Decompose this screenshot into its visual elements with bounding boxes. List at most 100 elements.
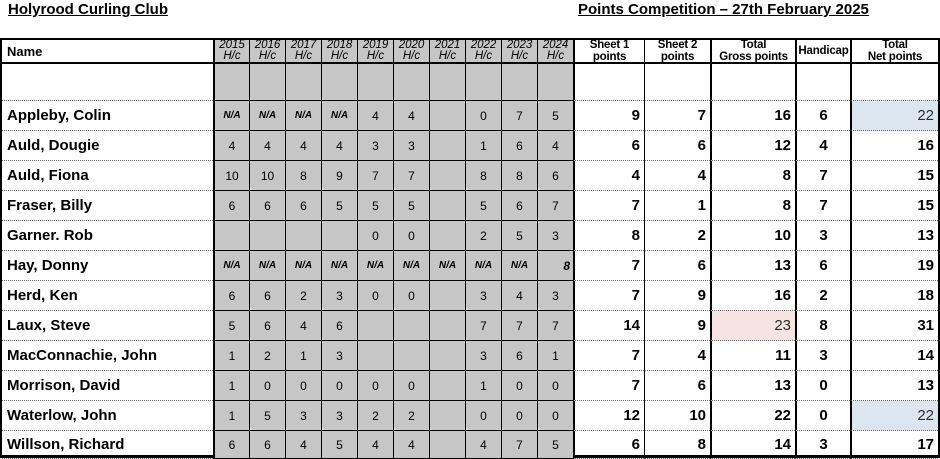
handicap-cell[interactable]: 4 [795,131,850,161]
handicap-year-cell[interactable] [321,221,357,251]
total-net-points-cell[interactable]: 22 [850,401,938,431]
handicap-year-cell[interactable]: 3 [321,341,357,371]
handicap-year-cell[interactable]: N/A [285,251,321,281]
handicap-year-cell[interactable] [429,311,465,341]
handicap-year-cell[interactable]: 7 [501,311,537,341]
handicap-year-cell[interactable]: 7 [393,161,429,191]
sheet1-points-cell[interactable]: 8 [573,221,644,251]
handicap-year-cell[interactable]: 2 [357,401,393,431]
handicap-year-cell[interactable] [393,311,429,341]
handicap-cell[interactable]: 6 [795,251,850,281]
handicap-cell[interactable]: 6 [795,101,850,131]
total-gross-points-cell[interactable]: 8 [710,191,795,221]
handicap-year-cell[interactable]: 0 [357,371,393,401]
handicap-year-cell[interactable]: 4 [213,131,249,161]
handicap-year-cell[interactable]: 6 [249,311,285,341]
total-net-points-cell[interactable]: 31 [850,311,938,341]
handicap-year-cell[interactable] [429,281,465,311]
total-gross-points-cell[interactable]: 16 [710,101,795,131]
player-name-cell[interactable]: Herd, Ken [2,281,213,311]
sheet1-points-cell[interactable]: 6 [573,131,644,161]
handicap-year-cell[interactable]: 0 [357,281,393,311]
sheet2-points-cell[interactable] [644,64,710,101]
handicap-year-cell[interactable]: N/A [213,251,249,281]
sheet2-points-cell[interactable]: 6 [644,251,710,281]
handicap-year-cell[interactable]: 6 [501,131,537,161]
handicap-year-cell[interactable]: N/A [285,101,321,131]
handicap-year-cell[interactable]: 6 [213,191,249,221]
total-gross-points-cell[interactable]: 22 [710,401,795,431]
total-gross-points-cell[interactable]: 12 [710,131,795,161]
handicap-year-cell[interactable] [429,131,465,161]
sheet1-points-cell[interactable]: 14 [573,311,644,341]
handicap-year-cell[interactable] [393,64,429,101]
handicap-year-cell[interactable]: 6 [501,341,537,371]
total-net-points-cell[interactable]: 15 [850,191,938,221]
handicap-year-cell[interactable]: 3 [285,401,321,431]
handicap-year-cell[interactable]: 6 [213,431,249,459]
handicap-year-cell[interactable]: 6 [213,281,249,311]
player-name-cell[interactable]: Willson, Richard [2,431,213,459]
handicap-year-cell[interactable]: 6 [249,431,285,459]
handicap-year-cell[interactable] [429,101,465,131]
total-gross-points-cell[interactable]: 13 [710,251,795,281]
sheet2-points-cell[interactable]: 7 [644,101,710,131]
handicap-year-cell[interactable]: 0 [249,371,285,401]
handicap-year-cell[interactable]: 4 [249,131,285,161]
handicap-year-cell[interactable]: N/A [321,101,357,131]
player-name-cell[interactable]: MacConnachie, John [2,341,213,371]
handicap-year-cell[interactable] [429,371,465,401]
handicap-cell[interactable]: 7 [795,161,850,191]
handicap-year-cell[interactable]: 5 [321,431,357,459]
handicap-year-cell[interactable] [537,64,573,101]
handicap-cell[interactable] [795,64,850,101]
sheet2-points-cell[interactable]: 2 [644,221,710,251]
handicap-year-cell[interactable]: N/A [393,251,429,281]
sheet1-points-cell[interactable] [573,64,644,101]
sheet2-points-cell[interactable]: 6 [644,371,710,401]
total-gross-points-cell[interactable]: 10 [710,221,795,251]
handicap-year-cell[interactable]: 2 [465,221,501,251]
handicap-year-cell[interactable] [429,64,465,101]
handicap-year-cell[interactable]: 1 [465,371,501,401]
handicap-year-cell[interactable] [501,64,537,101]
handicap-year-cell[interactable]: 5 [393,191,429,221]
handicap-year-cell[interactable] [429,191,465,221]
handicap-cell[interactable]: 7 [795,191,850,221]
handicap-cell[interactable]: 3 [795,341,850,371]
handicap-year-cell[interactable]: 0 [501,401,537,431]
handicap-year-cell[interactable] [321,64,357,101]
sheet1-points-cell[interactable]: 12 [573,401,644,431]
player-name-cell[interactable]: Auld, Fiona [2,161,213,191]
total-gross-points-cell[interactable]: 16 [710,281,795,311]
sheet1-points-cell[interactable]: 7 [573,191,644,221]
handicap-year-cell[interactable] [213,64,249,101]
sheet1-points-cell[interactable]: 7 [573,281,644,311]
handicap-year-cell[interactable]: 5 [357,191,393,221]
total-net-points-cell[interactable] [850,64,938,101]
total-net-points-cell[interactable]: 22 [850,101,938,131]
handicap-year-cell[interactable]: 4 [501,281,537,311]
handicap-year-cell[interactable] [249,64,285,101]
total-gross-points-cell[interactable]: 14 [710,431,795,459]
handicap-year-cell[interactable]: 3 [465,341,501,371]
handicap-year-cell[interactable]: 1 [213,341,249,371]
handicap-year-cell[interactable]: 0 [537,371,573,401]
handicap-year-cell[interactable]: 4 [357,101,393,131]
handicap-year-cell[interactable]: 5 [321,191,357,221]
handicap-year-cell[interactable]: N/A [501,251,537,281]
sheet2-points-cell[interactable]: 6 [644,131,710,161]
handicap-year-cell[interactable]: 5 [537,431,573,459]
handicap-year-cell[interactable]: 1 [537,341,573,371]
sheet2-points-cell[interactable]: 9 [644,281,710,311]
handicap-year-cell[interactable]: 6 [321,311,357,341]
sheet2-points-cell[interactable]: 4 [644,161,710,191]
handicap-year-cell[interactable]: 0 [393,371,429,401]
sheet2-points-cell[interactable]: 10 [644,401,710,431]
handicap-year-cell[interactable]: N/A [249,251,285,281]
handicap-year-cell[interactable]: 1 [285,341,321,371]
handicap-year-cell[interactable] [249,221,285,251]
sheet1-points-cell[interactable]: 7 [573,341,644,371]
handicap-year-cell[interactable]: 3 [321,401,357,431]
handicap-year-cell[interactable] [213,221,249,251]
